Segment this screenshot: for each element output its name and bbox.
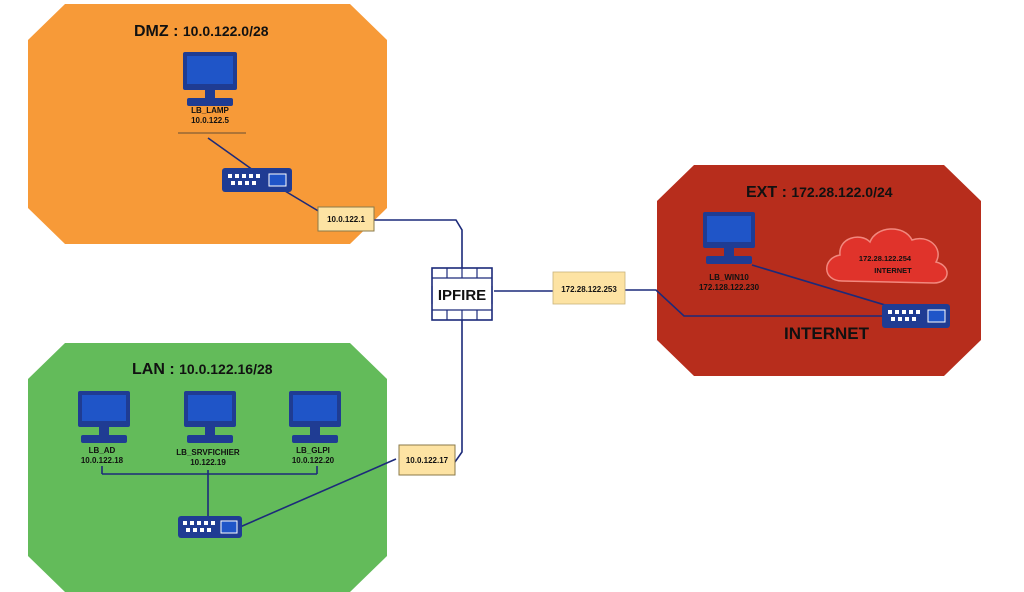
- host-name-lamp: LB_LAMP: [191, 106, 229, 115]
- lan-title: LAN : 10.0.122.16/28: [132, 361, 273, 378]
- link-ext-switch: [625, 289, 882, 317]
- computer-icon: [184, 391, 236, 443]
- lan-gateway-box: [398, 444, 456, 476]
- cloud-label: INTERNET: [874, 266, 912, 275]
- host-ip-win10: 172.128.122.230: [699, 283, 760, 292]
- host-ip-ad: 10.0.122.18: [81, 456, 124, 465]
- host-name-glpi: LB_GLPI: [296, 446, 330, 455]
- dmz-gateway-ip: 10.0.122.1: [327, 215, 365, 224]
- host-name-win10: LB_WIN10: [709, 273, 749, 282]
- link-win10-switch: [751, 264, 896, 309]
- lan-zone: [28, 343, 387, 592]
- host-ip-glpi: 10.0.122.20: [292, 456, 335, 465]
- link-dmz-firewall: [374, 219, 463, 268]
- switch-icon: [178, 516, 242, 538]
- ext-title: EXT : 172.28.122.0/24: [746, 184, 893, 201]
- host-name-ad: LB_AD: [89, 446, 116, 455]
- link-lan-firewall: [440, 320, 463, 463]
- link-lan-switch-gw: [239, 458, 397, 528]
- ext-gateway-box: [552, 271, 626, 305]
- firewall-icon: [431, 267, 493, 321]
- switch-icon: [222, 168, 292, 192]
- dmz-zone: [28, 4, 387, 244]
- host-ip-lamp: 10.0.122.5: [191, 116, 229, 125]
- cloud-icon: [826, 228, 948, 284]
- computer-icon: [78, 391, 130, 443]
- lan-gateway-ip: 10.0.122.17: [406, 456, 449, 465]
- dmz-title: DMZ : 10.0.122.0/28: [134, 23, 269, 40]
- ext-gateway-ip: 172.28.122.253: [561, 285, 617, 294]
- switch-icon: [882, 304, 950, 328]
- firewall-label: IPFIRE: [438, 287, 486, 304]
- computer-icon: [703, 212, 755, 264]
- ext-internet-label: INTERNET: [784, 324, 870, 343]
- host-ip-srvfichier: 10.122.19: [190, 458, 226, 467]
- dmz-gateway-box: [317, 206, 375, 232]
- cloud-ip: 172.28.122.254: [859, 254, 912, 263]
- host-name-srvfichier: LB_SRVFICHIER: [176, 448, 240, 457]
- computer-icon: [183, 52, 237, 106]
- links: [101, 137, 896, 528]
- computer-icon: [289, 391, 341, 443]
